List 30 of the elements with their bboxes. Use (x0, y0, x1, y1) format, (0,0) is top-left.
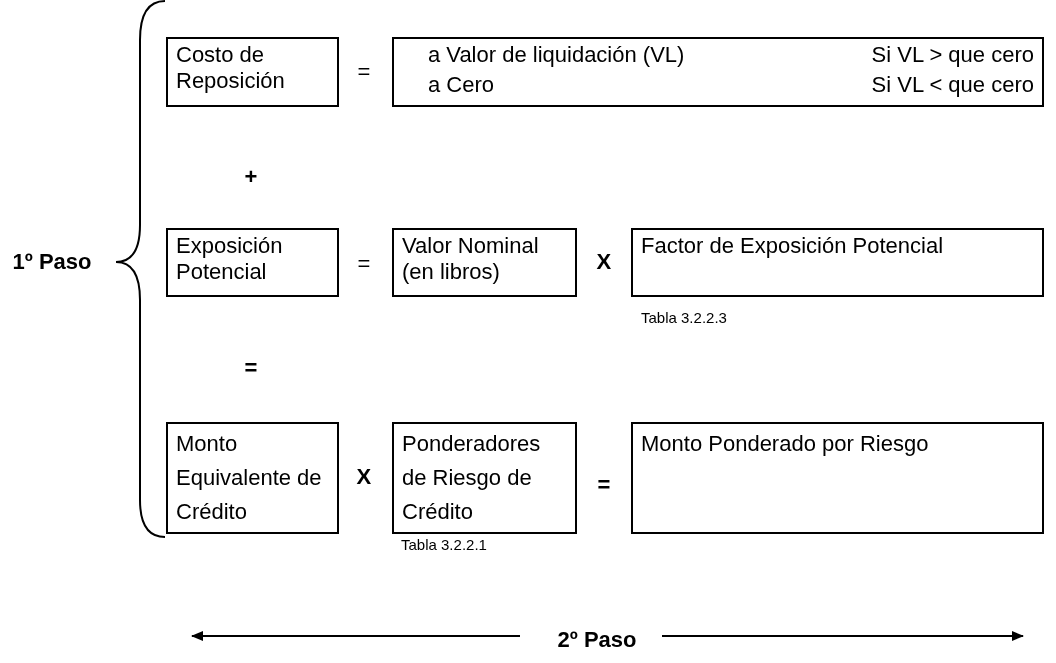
formula-box (166, 37, 339, 107)
operator-sign: = (597, 472, 611, 498)
table-reference: Tabla 3.2.2.1 (401, 536, 487, 553)
operator-sign: = (244, 355, 258, 381)
box-text: Costo de Reposición (176, 42, 286, 94)
box-text: Ponderadores de Riesgo de Crédito (402, 430, 542, 526)
box-text: Exposición Potencial (176, 233, 284, 285)
operator-sign: X (596, 249, 612, 275)
box-text: Si VL < que cero (871, 72, 1034, 99)
operator-sign: + (244, 164, 258, 190)
step-label: 2º Paso (557, 627, 637, 653)
formula-box (392, 228, 577, 297)
formula-box (166, 228, 339, 297)
formula-box (392, 422, 577, 534)
table-reference: Tabla 3.2.2.3 (641, 309, 727, 326)
box-text: a Cero (428, 72, 496, 99)
operator-sign: X (356, 464, 372, 490)
operator-sign: = (357, 251, 371, 277)
formula-box (631, 422, 1044, 534)
box-text: Si VL > que cero (871, 42, 1034, 69)
box-text: Factor de Exposición Potencial (641, 233, 945, 259)
box-text: Monto Equivalente de Crédito (176, 430, 323, 526)
box-text: Monto Ponderado por Riesgo (641, 430, 930, 458)
box-text: Valor Nominal (en libros) (402, 233, 540, 285)
formula-box (166, 422, 339, 534)
operator-sign: = (357, 59, 371, 85)
formula-box (392, 37, 1044, 107)
formula-box (631, 228, 1044, 297)
step-label: 1º Paso (12, 249, 92, 275)
box-text: a Valor de liquidación (VL) (428, 42, 686, 69)
